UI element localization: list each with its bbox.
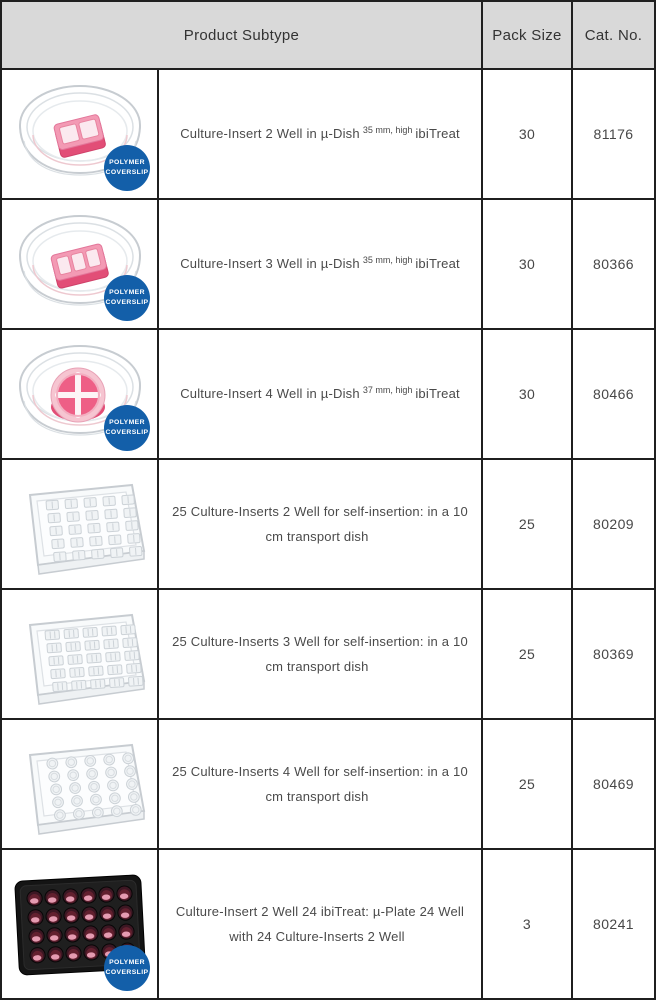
- header-pack-size: Pack Size: [481, 2, 571, 68]
- badge-line1: POLYMER: [109, 418, 145, 426]
- product-name-sup: 35 mm, high: [362, 125, 413, 135]
- table-header-row: Product Subtype Pack Size Cat. No.: [2, 2, 654, 70]
- product-name-sup: 37 mm, high: [362, 385, 413, 395]
- polymer-coverslip-badge: POLYMER COVERSLIP: [104, 405, 150, 451]
- badge-line2: COVERSLIP: [105, 429, 149, 436]
- 24-well-plate-image: [14, 874, 146, 976]
- pack-size-value: 25: [481, 590, 571, 718]
- cat-no-value: 80366: [571, 200, 654, 328]
- badge-line1: POLYMER: [109, 288, 145, 296]
- product-image-cell: [2, 460, 157, 588]
- product-name-main: 25 Culture-Inserts 3 Well for self-inser…: [172, 633, 468, 674]
- pack-size-value: 30: [481, 200, 571, 328]
- product-name-suffix: ibiTreat: [415, 126, 460, 142]
- transport-dish-4-well-image: [28, 744, 145, 835]
- pack-size-value: 25: [481, 460, 571, 588]
- product-name: Culture-Insert 2 Well 24 ibiTreat: µ-Pla…: [171, 899, 469, 950]
- table-row: POLYMER COVERSLIP Culture-Insert 4 Well …: [2, 330, 654, 460]
- product-name-main: Culture-Insert 4 Well in µ-Dish: [180, 386, 360, 402]
- product-name-main: Culture-Insert 2 Well in µ-Dish: [180, 126, 360, 142]
- badge-line2: COVERSLIP: [105, 169, 149, 176]
- product-name-cell: 25 Culture-Inserts 4 Well for self-inser…: [157, 720, 481, 848]
- product-image-cell: [2, 720, 157, 848]
- pack-size-value: 3: [481, 850, 571, 998]
- table-row: POLYMER COVERSLIP Culture-Insert 3 Well …: [2, 200, 654, 330]
- badge-line1: POLYMER: [109, 958, 145, 966]
- badge-line1: POLYMER: [109, 158, 145, 166]
- product-image-cell: [2, 590, 157, 718]
- badge-line2: COVERSLIP: [105, 299, 149, 306]
- cat-no-value: 80209: [571, 460, 654, 588]
- product-name-suffix: ibiTreat: [415, 256, 460, 272]
- product-name: 25 Culture-Inserts 4 Well for self-inser…: [171, 759, 469, 810]
- product-name-main: 25 Culture-Inserts 2 Well for self-inser…: [172, 503, 468, 544]
- product-name-main: Culture-Insert 3 Well in µ-Dish: [180, 256, 360, 272]
- header-product-subtype: Product Subtype: [183, 26, 300, 44]
- polymer-coverslip-badge: POLYMER COVERSLIP: [104, 945, 150, 991]
- table-row: 25 Culture-Inserts 3 Well for self-inser…: [2, 590, 654, 720]
- table-row: 25 Culture-Inserts 4 Well for self-inser…: [2, 720, 654, 850]
- cat-no-value: 81176: [571, 70, 654, 198]
- table-row: 25 Culture-Inserts 2 Well for self-inser…: [2, 460, 654, 590]
- badge-line2: COVERSLIP: [105, 969, 149, 976]
- product-name-cell: 25 Culture-Inserts 2 Well for self-inser…: [157, 460, 481, 588]
- product-image-cell: POLYMER COVERSLIP: [2, 330, 157, 458]
- product-image-cell: POLYMER COVERSLIP: [2, 200, 157, 328]
- product-image-cell: POLYMER COVERSLIP: [2, 850, 157, 998]
- product-name-cell: 25 Culture-Inserts 3 Well for self-inser…: [157, 590, 481, 718]
- transport-dish-2-well-image: [28, 484, 145, 575]
- product-name: 25 Culture-Inserts 3 Well for self-inser…: [171, 629, 469, 680]
- product-name: 25 Culture-Inserts 2 Well for self-inser…: [171, 499, 469, 550]
- product-name-sup: 35 mm, high: [362, 255, 413, 265]
- product-name-main: 25 Culture-Inserts 4 Well for self-inser…: [172, 763, 468, 804]
- product-name-cell: Culture-Insert 2 Well 24 ibiTreat: µ-Pla…: [157, 850, 481, 998]
- pack-size-value: 30: [481, 330, 571, 458]
- polymer-coverslip-badge: POLYMER COVERSLIP: [104, 275, 150, 321]
- header-cat-no: Cat. No.: [571, 2, 654, 68]
- transport-dish-3-well-image: [28, 614, 145, 705]
- cat-no-value: 80241: [571, 850, 654, 998]
- table-row: POLYMER COVERSLIP Culture-Insert 2 Well …: [2, 850, 654, 998]
- cat-no-value: 80369: [571, 590, 654, 718]
- cat-no-value: 80466: [571, 330, 654, 458]
- cat-no-value: 80469: [571, 720, 654, 848]
- table-row: POLYMER COVERSLIP Culture-Insert 2 Well …: [2, 70, 654, 200]
- product-image-cell: POLYMER COVERSLIP: [2, 70, 157, 198]
- polymer-coverslip-badge: POLYMER COVERSLIP: [104, 145, 150, 191]
- pack-size-value: 25: [481, 720, 571, 848]
- product-name-suffix: ibiTreat: [415, 386, 460, 402]
- pack-size-value: 30: [481, 70, 571, 198]
- product-name-main: Culture-Insert 2 Well 24 ibiTreat: µ-Pla…: [175, 903, 465, 944]
